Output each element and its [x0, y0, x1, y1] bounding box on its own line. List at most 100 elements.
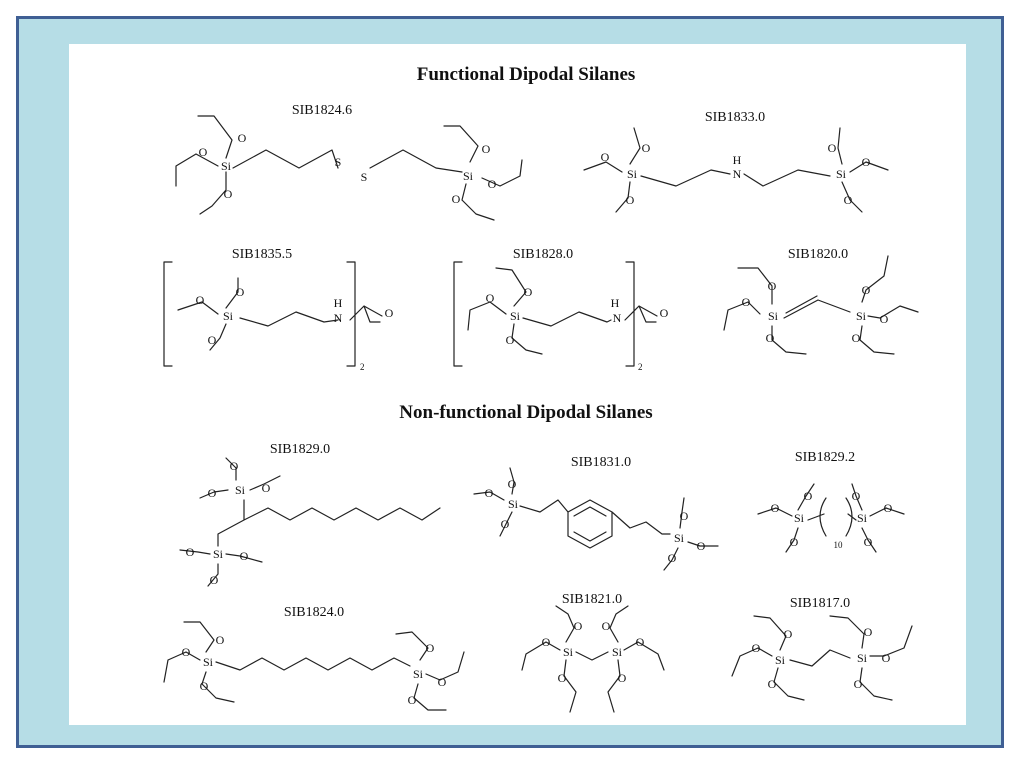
code-sib1831-0: SIB1831.0 — [571, 455, 631, 470]
atom-o: O — [438, 675, 447, 689]
atom-n: N — [334, 311, 343, 325]
atom-o: O — [804, 489, 813, 503]
atom-o: O — [262, 481, 271, 495]
atom-si: Si — [775, 653, 786, 667]
bonds-sib1824-6 — [175, 115, 523, 221]
atom-si: Si — [857, 651, 868, 665]
atom-si: Si — [221, 159, 232, 173]
atom-o: O — [771, 501, 780, 515]
bonds-sib1824-0 — [163, 621, 465, 711]
atom-si: Si — [768, 309, 779, 323]
atom-o: O — [210, 573, 219, 587]
atom-o: O — [485, 486, 494, 500]
atom-o: O — [208, 333, 217, 347]
atom-si: Si — [235, 483, 246, 497]
atom-n: N — [613, 311, 622, 325]
atom-o: O — [790, 535, 799, 549]
atom-o: O — [524, 285, 533, 299]
atom-o: O — [240, 549, 249, 563]
atom-o: O — [636, 635, 645, 649]
atom-o: O — [506, 333, 515, 347]
code-sib1824-0: SIB1824.0 — [284, 605, 344, 620]
atom-o: O — [488, 177, 497, 191]
atom-si: Si — [413, 667, 424, 681]
atom-o: O — [668, 551, 677, 565]
atom-o: O — [884, 501, 893, 515]
atom-o: O — [236, 285, 245, 299]
atom-o: O — [558, 671, 567, 685]
atom-o: O — [768, 279, 777, 293]
bonds-sib1833-0 — [583, 127, 889, 213]
atom-o: O — [426, 641, 435, 655]
code-sib1828-0: SIB1828.0 — [513, 247, 573, 262]
atom-o: O — [542, 635, 551, 649]
atom-si: Si — [856, 309, 867, 323]
bonds-sib1828-0 — [453, 261, 658, 367]
atom-si: Si — [627, 167, 638, 181]
heading-nonfunctional: Non-functional Dipodal Silanes — [399, 402, 652, 423]
code-sib1821-0: SIB1821.0 — [562, 592, 622, 607]
atom-o: O — [864, 535, 873, 549]
atom-o: O — [200, 679, 209, 693]
atom-si: Si — [463, 169, 474, 183]
atom-h: H — [334, 296, 343, 310]
atom-o: O — [238, 131, 247, 145]
code-sib1820-0: SIB1820.0 — [788, 247, 848, 262]
atom-o: O — [482, 142, 491, 156]
atom-o: O — [385, 306, 394, 320]
atom-h: H — [611, 296, 620, 310]
atom-o: O — [574, 619, 583, 633]
atom-o: O — [862, 283, 871, 297]
bonds-sib1831-0 — [473, 467, 719, 571]
atom-o: O — [852, 489, 861, 503]
atom-o: O — [618, 671, 627, 685]
atom-o: O — [768, 677, 777, 691]
code-sib1829-2: SIB1829.2 — [795, 450, 855, 465]
atom-o: O — [208, 486, 217, 500]
atom-si: Si — [508, 497, 519, 511]
code-sib1817-0: SIB1817.0 — [790, 596, 850, 611]
atom-o: O — [882, 651, 891, 665]
atom-si: Si — [794, 511, 805, 525]
atom-o: O — [452, 192, 461, 206]
atom-o: O — [182, 645, 191, 659]
atom-o: O — [186, 545, 195, 559]
code-sib1829-0: SIB1829.0 — [270, 442, 330, 457]
atom-o: O — [501, 517, 510, 531]
atom-s: S — [361, 170, 368, 184]
bonds-sib1821-0 — [521, 605, 665, 713]
atom-o: O — [408, 693, 417, 707]
atom-si: Si — [857, 511, 868, 525]
code-sib1835-5: SIB1835.5 — [232, 247, 292, 262]
atom-si: Si — [223, 309, 234, 323]
atom-o: O — [828, 141, 837, 155]
subscript-10: 10 — [834, 540, 844, 550]
atom-o: O — [697, 539, 706, 553]
atom-o: O — [196, 293, 205, 307]
subscript-2: 2 — [360, 362, 365, 372]
atom-o: O — [784, 627, 793, 641]
atom-labels-si: Si Si Si Si Si Si Si Si Si Si Si Si Si S… — [203, 159, 868, 681]
atom-o: O — [864, 625, 873, 639]
atom-o: O — [766, 331, 775, 345]
bond-skeletons — [163, 115, 919, 713]
atom-o: O — [880, 312, 889, 326]
atom-o: O — [680, 509, 689, 523]
atom-o: O — [660, 306, 669, 320]
atom-o: O — [199, 145, 208, 159]
atom-o: O — [486, 291, 495, 305]
atom-n: N — [733, 167, 742, 181]
atom-si: Si — [563, 645, 574, 659]
bonds-sib1829-0 — [179, 457, 441, 587]
atom-h: H — [733, 153, 742, 167]
content-sheet — [69, 44, 966, 725]
bonds-sib1829-2 — [757, 483, 905, 553]
code-sib1824-6: SIB1824.6 — [292, 103, 352, 118]
atom-si: Si — [510, 309, 521, 323]
atom-si: Si — [674, 531, 685, 545]
atom-o: O — [602, 619, 611, 633]
bonds-sib1820-0 — [723, 255, 919, 355]
atom-o: O — [216, 633, 225, 647]
atom-o: O — [601, 150, 610, 164]
